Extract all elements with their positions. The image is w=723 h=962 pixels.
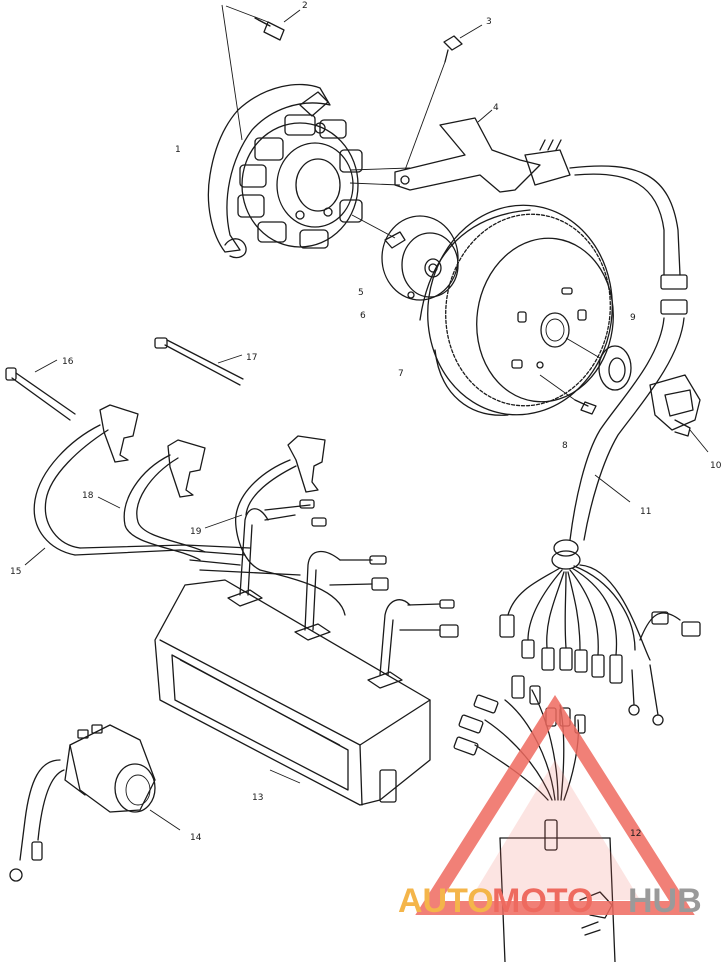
stator-wire-b xyxy=(349,182,401,186)
leader-2b xyxy=(225,5,269,23)
harness-part-11 xyxy=(551,165,688,570)
leader-14 xyxy=(149,809,181,831)
leader-19 xyxy=(204,514,243,529)
leader-8-line xyxy=(539,374,576,401)
bracket-part-4 xyxy=(394,109,571,193)
callout-17: 17 xyxy=(246,353,257,363)
leader-10 xyxy=(689,429,709,453)
leader-2 xyxy=(283,9,301,23)
screw-part-3 xyxy=(443,35,463,63)
hub-parts-5-6 xyxy=(381,215,459,301)
leader-2a xyxy=(221,4,243,141)
screw-part-2 xyxy=(254,17,285,41)
solenoid-part-14 xyxy=(9,724,156,882)
callout-7: 7 xyxy=(398,369,404,379)
watermark-logo: AUTO MOTO HUB xyxy=(398,694,702,920)
callout-12: 12 xyxy=(630,829,641,839)
leader-stator-hub xyxy=(351,214,396,239)
bolt-part-8 xyxy=(574,399,597,415)
leader-15 xyxy=(24,547,46,566)
callout-9: 9 xyxy=(630,313,636,323)
leader-16 xyxy=(34,359,58,373)
callout-8: 8 xyxy=(562,441,568,451)
callout-11: 11 xyxy=(640,507,651,517)
ignition-module-part-13 xyxy=(154,579,431,806)
watermark-text-moto: MOTO xyxy=(492,882,593,920)
callout-4: 4 xyxy=(493,103,499,113)
callout-5: 5 xyxy=(358,288,364,298)
spark-cables xyxy=(33,404,346,616)
leader-11 xyxy=(594,474,631,503)
callout-16: 16 xyxy=(62,357,74,367)
callout-3: 3 xyxy=(486,17,492,27)
callout-13: 13 xyxy=(252,793,263,803)
leader-flywheel-washer xyxy=(565,337,601,359)
leader-3a xyxy=(404,61,446,171)
sensor-part-10 xyxy=(649,374,701,437)
coil-wires xyxy=(239,499,459,676)
callout-18: 18 xyxy=(82,491,94,501)
callout-19: 19 xyxy=(190,527,202,537)
leader-3 xyxy=(459,24,483,39)
washer-part-9 xyxy=(598,345,632,391)
stator-assembly xyxy=(207,83,363,259)
watermark-text-auto: AUTO xyxy=(398,882,494,920)
leader-17 xyxy=(217,354,243,364)
callout-2: 2 xyxy=(302,1,308,11)
watermark-text-hub: HUB xyxy=(628,882,702,920)
callout-14: 14 xyxy=(190,833,202,843)
stator-wire-a xyxy=(349,167,411,171)
callout-6: 6 xyxy=(360,311,366,321)
callout-1: 1 xyxy=(175,145,181,155)
harness-fanout xyxy=(499,564,701,726)
leader-18 xyxy=(97,496,121,509)
bolt-part-16 xyxy=(5,367,76,421)
bolt-part-17 xyxy=(154,337,244,386)
leader-13 xyxy=(269,769,301,784)
callout-10: 10 xyxy=(710,461,722,471)
flywheel-part-7 xyxy=(419,204,614,416)
callout-15: 15 xyxy=(10,567,21,577)
